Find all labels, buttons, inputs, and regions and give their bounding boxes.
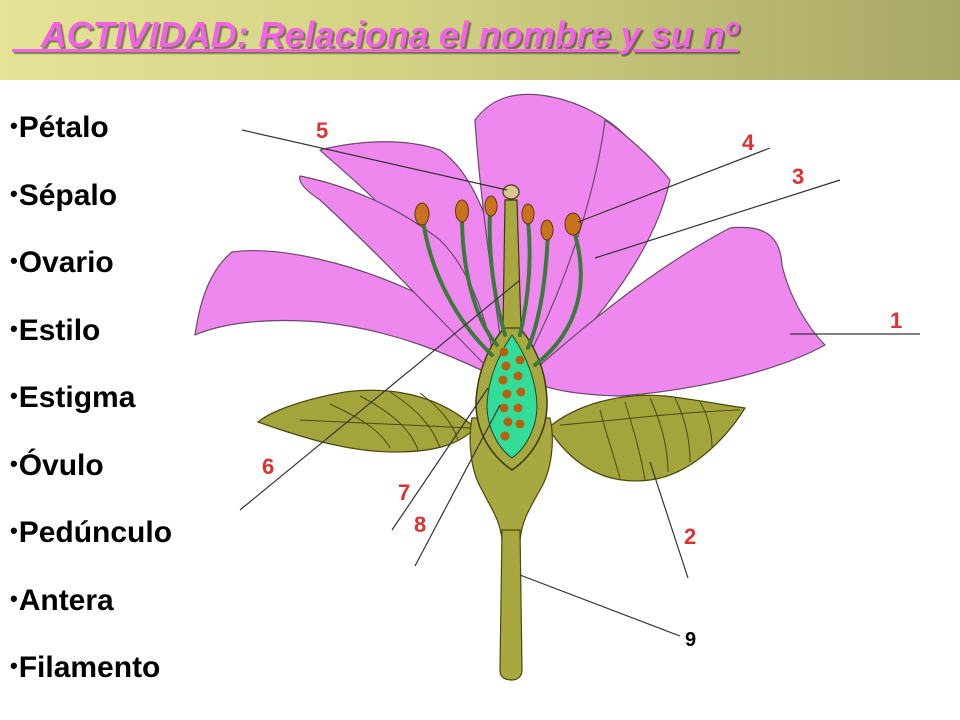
term-list: •Pétalo •Sépalo •Ovario •Estilo •Estigma…: [10, 104, 172, 712]
ovule: [499, 403, 509, 413]
anther: [455, 199, 469, 223]
sepal-left: [256, 389, 476, 453]
page-title: ACTIVIDAD: Relaciona el nombre y su nº: [12, 14, 738, 55]
filament: [487, 210, 507, 337]
ovule: [499, 347, 509, 357]
bullet-icon: •: [10, 653, 18, 678]
term-item: •Antera: [10, 577, 172, 645]
ovules: [498, 347, 526, 441]
leader-line: [594, 179, 841, 259]
filaments: [421, 210, 583, 367]
ovule: [500, 431, 510, 441]
term-label: Sépalo: [18, 178, 118, 212]
bullet-icon: •: [10, 248, 18, 273]
ovule: [501, 361, 511, 371]
term-label: Antera: [18, 583, 114, 617]
leader-line: [519, 574, 681, 637]
stem: [499, 529, 523, 681]
filament: [526, 230, 550, 350]
term-item: •Pedúnculo: [10, 509, 172, 577]
term-label: Ovario: [18, 246, 114, 279]
anther: [484, 195, 498, 217]
anther: [564, 212, 582, 236]
label-6: 6: [262, 454, 274, 479]
stigma: [502, 184, 520, 200]
filament: [421, 218, 494, 357]
label-9: 9: [685, 629, 696, 651]
title-bar: ACTIVIDAD: Relaciona el nombre y su nº: [0, 0, 960, 80]
label-4: 4: [742, 130, 755, 155]
anther: [521, 203, 535, 225]
petal-right: [524, 226, 826, 397]
label-1: 1: [890, 308, 902, 333]
sepal-right: [547, 394, 747, 482]
term-label: Estilo: [18, 313, 101, 347]
term-label: Pedúnculo: [18, 516, 173, 549]
petal-top-right: [519, 119, 671, 373]
ovule: [515, 355, 525, 365]
filament: [460, 214, 499, 347]
ovule: [502, 389, 512, 399]
leader-line: [649, 461, 689, 579]
bullet-icon: •: [10, 315, 18, 341]
term-label: Estigma: [18, 381, 136, 414]
bullet-icon: •: [10, 518, 18, 543]
label-2: 2: [684, 524, 696, 549]
ovule: [503, 417, 513, 427]
ovule: [498, 375, 508, 385]
term-item: •Ovario: [10, 239, 172, 307]
ovary-cavity: [486, 334, 538, 459]
leader-line: [239, 279, 521, 511]
anther: [540, 219, 554, 241]
sepals: [256, 389, 747, 482]
ovule: [516, 387, 526, 397]
term-item: •Estilo: [10, 307, 172, 375]
anther: [414, 202, 430, 226]
term-label: Filamento: [18, 651, 161, 684]
ovule: [513, 403, 523, 413]
filament: [533, 226, 583, 367]
bullet-icon: •: [10, 450, 18, 476]
term-label: Pétalo: [18, 111, 109, 144]
leader-lines: [239, 129, 920, 637]
anthers: [414, 195, 582, 241]
ovule: [513, 371, 523, 381]
term-item: •Sépalo: [10, 172, 172, 240]
leader-line: [577, 147, 771, 223]
leader-line: [391, 387, 489, 531]
term-label: Óvulo: [18, 448, 104, 482]
sepal-veins: [299, 391, 741, 481]
term-item: •Pétalo: [10, 104, 172, 172]
bullet-icon: •: [10, 383, 18, 408]
label-3: 3: [792, 164, 804, 189]
label-7: 7: [398, 480, 410, 505]
leader-line: [241, 129, 508, 191]
term-item: •Filamento: [10, 644, 172, 712]
label-8: 8: [414, 512, 426, 537]
bullet-icon: •: [10, 113, 18, 138]
label-5: 5: [316, 118, 328, 143]
bullet-icon: •: [10, 180, 18, 206]
filament: [518, 218, 532, 337]
bullet-icon: •: [10, 585, 18, 611]
term-item: •Estigma: [10, 374, 172, 442]
leader-line: [414, 404, 501, 567]
ovule: [515, 419, 525, 429]
term-item: •Óvulo: [10, 442, 172, 510]
